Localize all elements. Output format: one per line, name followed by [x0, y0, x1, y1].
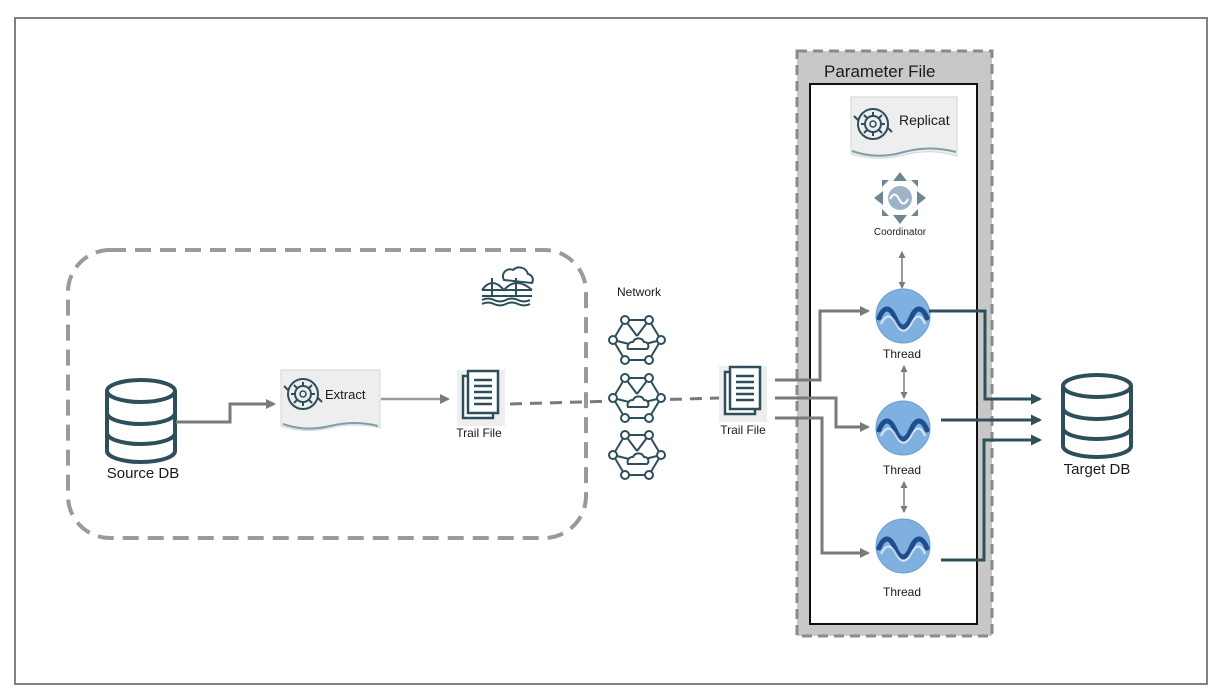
connector-thread1-to-target: [929, 309, 1042, 405]
thread-3-icon: [876, 519, 930, 573]
replicat-node: Replicat: [850, 96, 958, 159]
target-trail-file-icon: [719, 365, 767, 422]
source-trail-file-icon: [457, 369, 505, 426]
connector-thread3-to-target: [941, 434, 1042, 562]
network-mesh-icon: [608, 373, 666, 423]
target-db-label: Target DB: [1064, 461, 1131, 478]
thread-1-icon: [876, 289, 930, 343]
target-trail-file-label: Trail File: [720, 423, 766, 437]
coordinator-label: Coordinator: [874, 227, 927, 238]
network-mesh-icon: [608, 430, 666, 480]
replicat-label: Replicat: [899, 112, 950, 128]
source-db-label: Source DB: [107, 465, 180, 482]
coordinator-icon: [874, 172, 926, 224]
cloud-bridge-icon: [481, 266, 534, 307]
connector-trail-to-thread3: [775, 416, 870, 558]
thread-3-label: Thread: [883, 585, 921, 599]
connector-source-to-extract: [176, 399, 276, 424]
connector-trail-to-thread2: [775, 396, 870, 432]
source-trail-file-label: Trail File: [456, 426, 502, 440]
thread-1-label: Thread: [883, 347, 921, 361]
network-mesh-icon: [608, 315, 666, 365]
thread-2-label: Thread: [883, 463, 921, 477]
extract-label: Extract: [325, 387, 366, 402]
thread-2-icon: [876, 401, 930, 455]
network-label: Network: [617, 285, 662, 299]
source-zone-boundary: [66, 248, 588, 540]
connector-trail-to-thread1: [775, 306, 870, 382]
extract-node: Extract: [280, 369, 381, 432]
parameter-file-label: Parameter File: [824, 62, 935, 81]
